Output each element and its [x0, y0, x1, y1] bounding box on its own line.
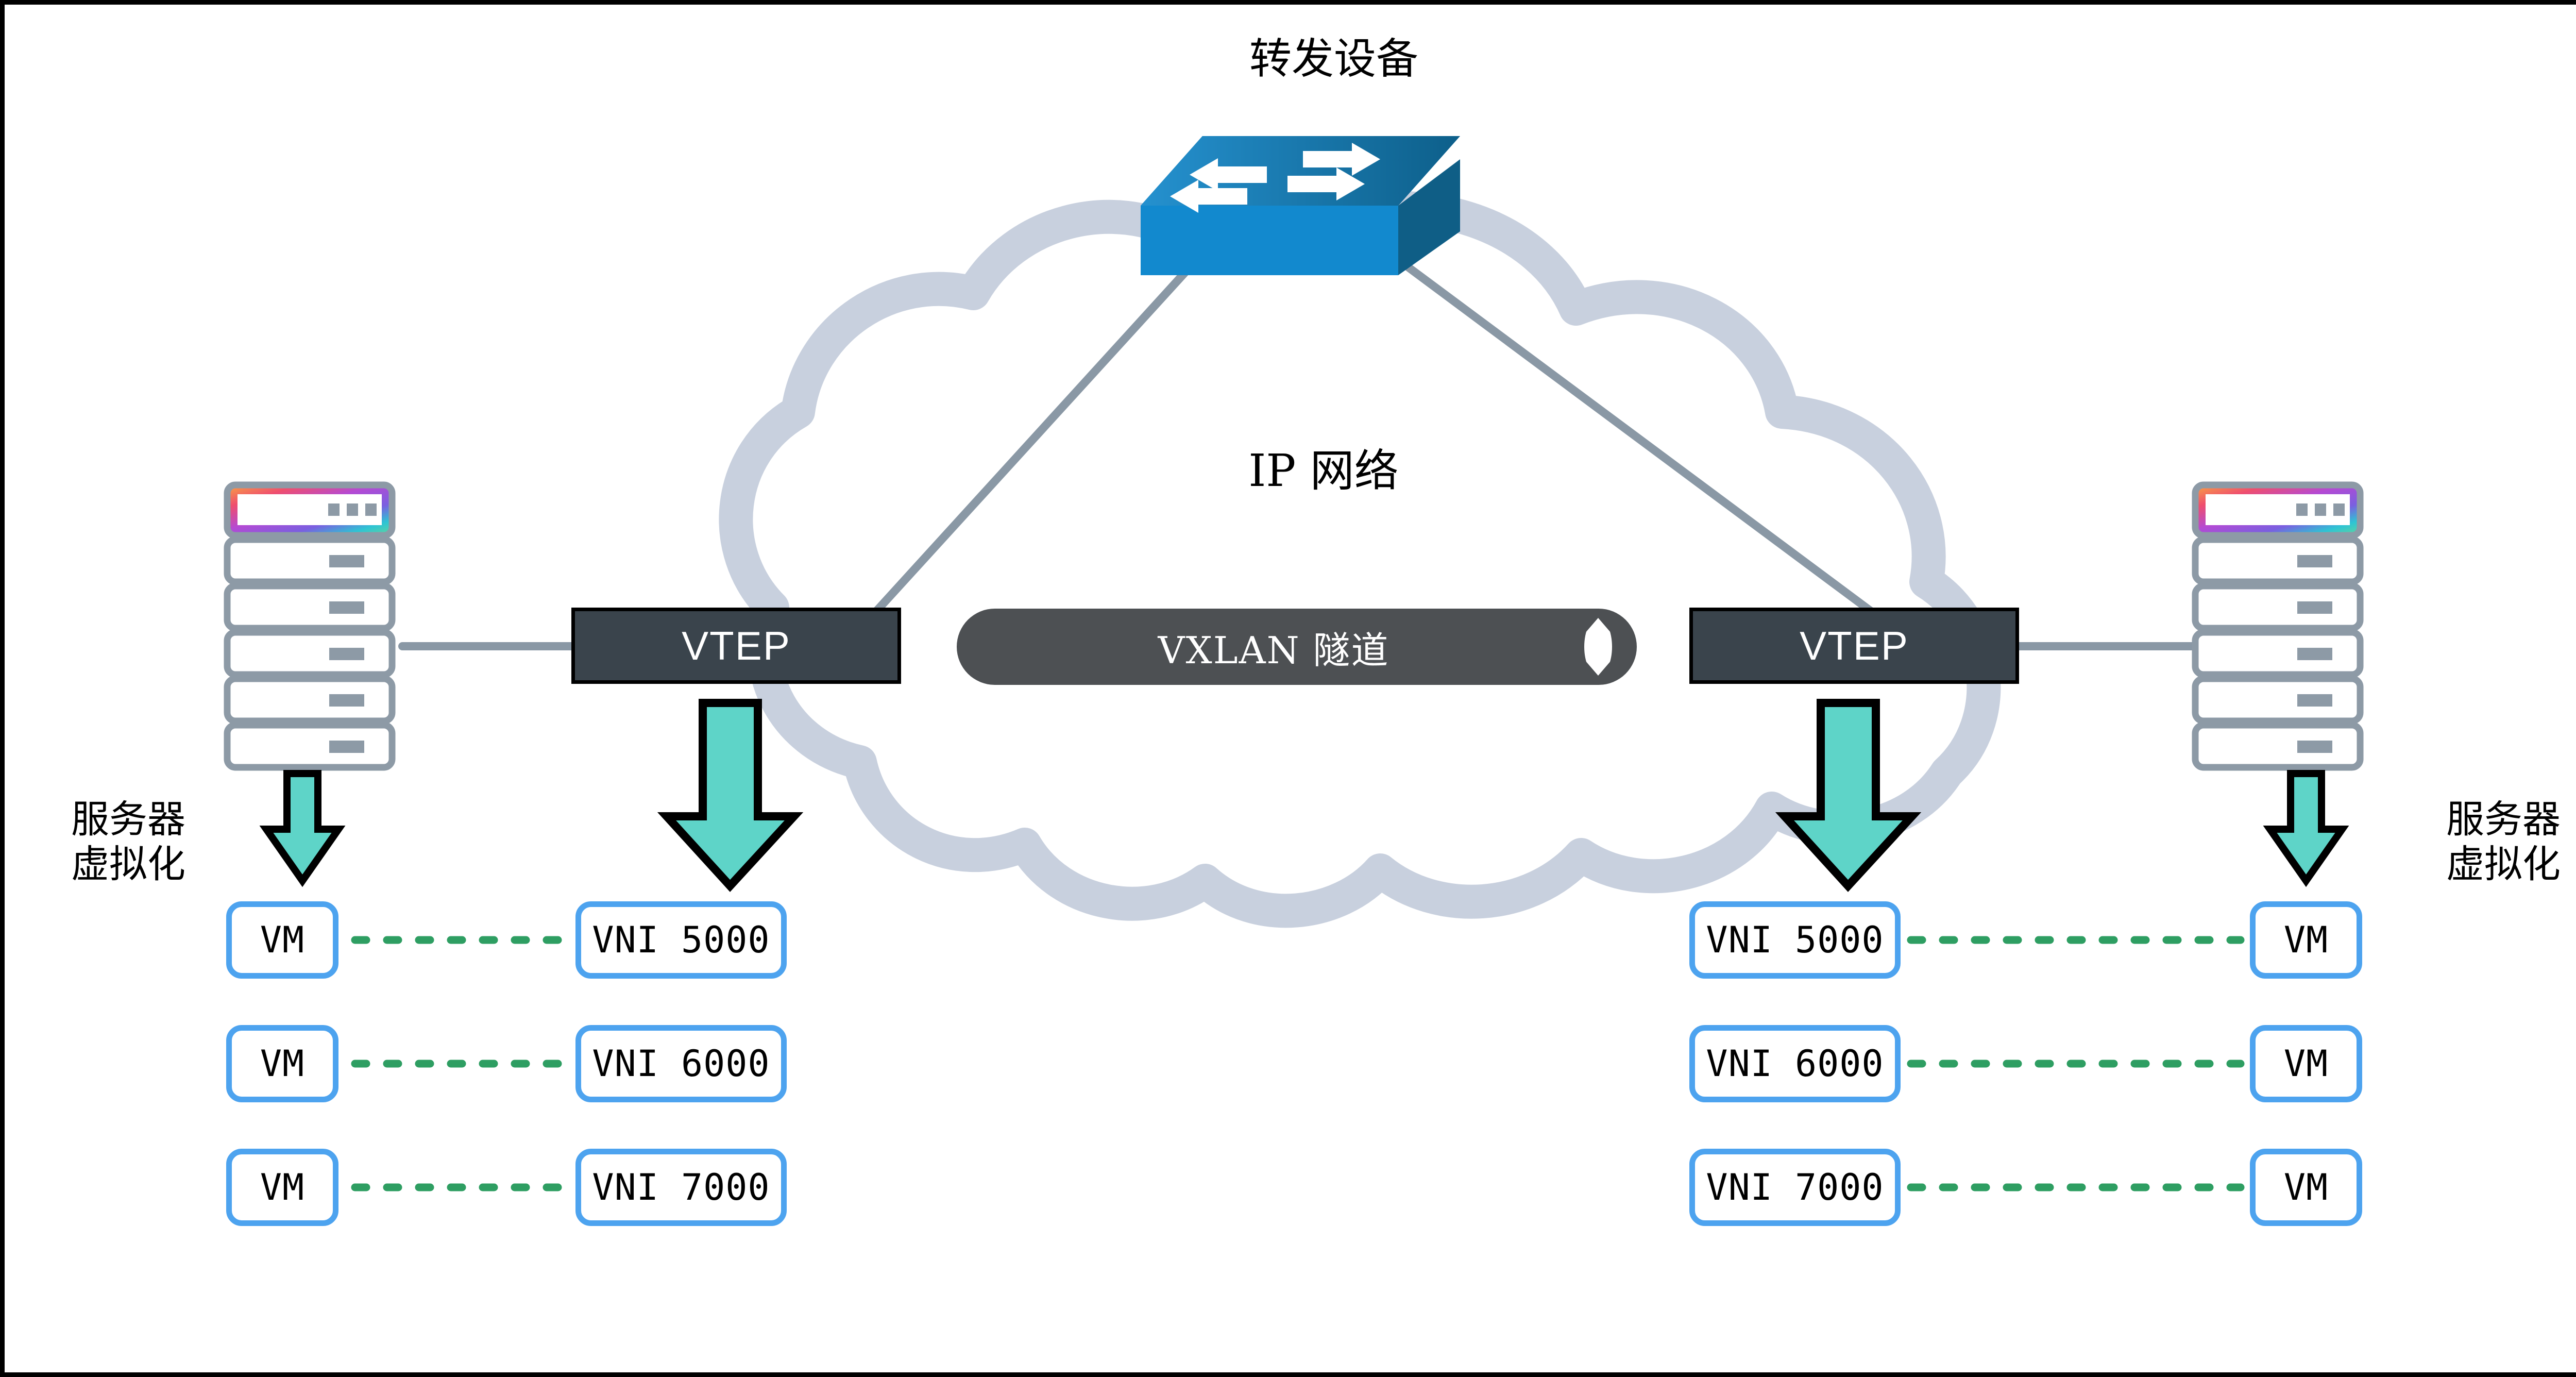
- vxlan-tunnel: VXLAN 隧道: [957, 609, 1637, 685]
- switch-to-vtep-links: [866, 263, 1884, 622]
- diagram-text-layer: 转发设备 IP 网络 服务器 虚拟化 服务器 虚拟化 VTEP VTEP VXL…: [5, 5, 2576, 1372]
- cloud-icon: [719, 191, 2001, 928]
- network-switch-icon: [1141, 136, 1460, 275]
- vm-box[interactable]: VM: [2250, 1149, 2362, 1226]
- forwarding-device-label: 转发设备: [1249, 35, 1418, 83]
- ip-network-label: IP 网络: [1248, 445, 1399, 497]
- down-arrow-icon: [2263, 770, 2349, 887]
- vm-box[interactable]: VM: [226, 901, 338, 979]
- vni-box[interactable]: VNI 6000: [575, 1025, 787, 1102]
- link-switch-vtep-left: [866, 263, 1194, 622]
- vm-box[interactable]: VM: [226, 1149, 338, 1226]
- vm-box[interactable]: VM: [226, 1025, 338, 1102]
- server-rack-icon: [2192, 481, 2364, 771]
- vm-box[interactable]: VM: [2250, 901, 2362, 979]
- vtep-box-right[interactable]: VTEP: [1689, 608, 2019, 684]
- server-rack-icon: [224, 481, 396, 771]
- vxlan-tunnel-label: VXLAN 隧道: [1158, 628, 1389, 672]
- tunnel-opening-icon: [1584, 618, 1612, 676]
- down-arrow-icon: [1775, 699, 1922, 892]
- server-virtualization-label-left: 服务器 虚拟化: [71, 797, 185, 887]
- vtep-box-left[interactable]: VTEP: [571, 608, 901, 684]
- vni-box[interactable]: VNI 6000: [1689, 1025, 1901, 1102]
- link-switch-vtep-right: [1404, 263, 1884, 622]
- server-virtualization-label-right: 服务器 虚拟化: [2446, 797, 2561, 887]
- down-arrow-icon: [657, 699, 804, 892]
- diagram-graphics-layer: [224, 136, 2364, 1191]
- down-arrow-icon: [259, 770, 346, 887]
- vni-box[interactable]: VNI 5000: [1689, 901, 1901, 979]
- vni-box[interactable]: VNI 7000: [1689, 1149, 1901, 1226]
- vm-vni-dashed-links: [351, 936, 2245, 1191]
- vni-box[interactable]: VNI 5000: [575, 901, 787, 979]
- vm-box[interactable]: VM: [2250, 1025, 2362, 1102]
- vni-box[interactable]: VNI 7000: [575, 1149, 787, 1226]
